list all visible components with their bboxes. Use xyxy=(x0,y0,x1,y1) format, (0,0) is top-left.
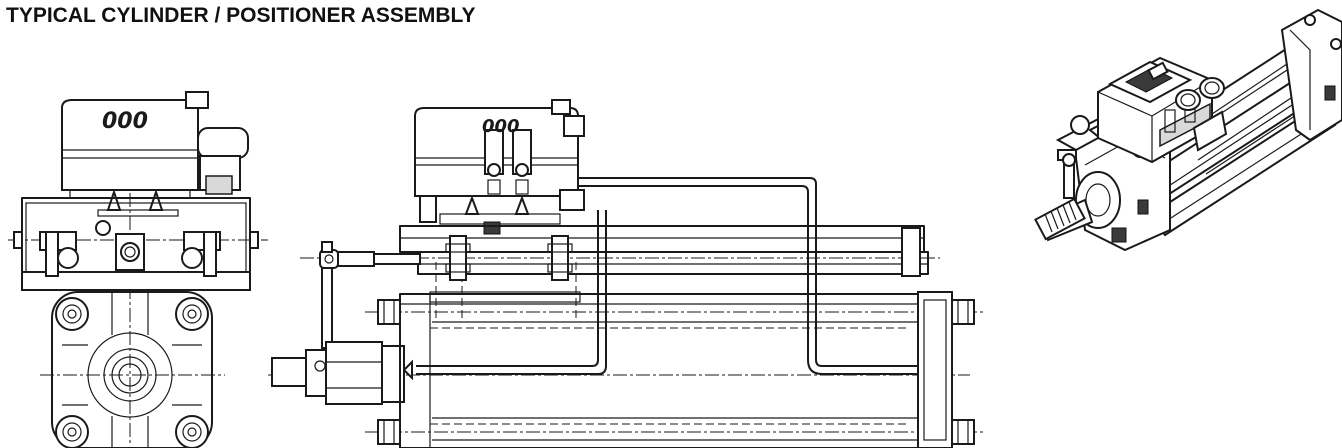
air-tubing xyxy=(402,177,946,381)
front-pressure-gauges xyxy=(95,188,179,236)
tie-rod-nuts xyxy=(377,299,975,445)
side-view: 000 xyxy=(268,99,985,448)
iso-positioner xyxy=(1097,56,1213,164)
isometric-view xyxy=(1034,8,1342,252)
valve-body xyxy=(51,291,213,448)
side-clamp-bolts xyxy=(445,235,573,281)
front-positioner-housing xyxy=(61,91,249,198)
cylinder-rod-end xyxy=(271,341,405,405)
side-mounting-bracket xyxy=(399,225,929,322)
front-mounting-bracket xyxy=(13,197,259,291)
feedback-linkage xyxy=(319,241,421,349)
side-display-readout: 000 xyxy=(482,116,520,137)
diagram-title: TYPICAL CYLINDER / POSITIONER ASSEMBLY xyxy=(6,4,476,27)
iso-threaded-rod xyxy=(1034,197,1086,241)
cylinder-barrel xyxy=(399,291,953,448)
iso-pressure-gauges xyxy=(1175,77,1228,152)
front-display-readout: 000 xyxy=(102,109,148,134)
front-view: 000 xyxy=(8,91,268,448)
